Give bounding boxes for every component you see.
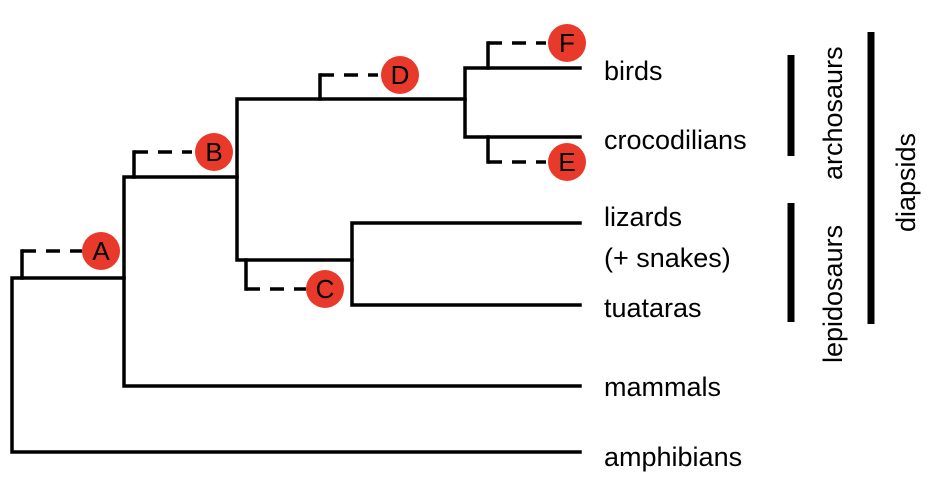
marker-f: F	[548, 24, 586, 62]
lepidosaurs-label: lepidosaurs	[818, 225, 848, 363]
marker-c: C	[306, 270, 344, 308]
marker-e-label: E	[558, 147, 575, 177]
marker-b: B	[195, 133, 233, 171]
taxon-labels: birds crocodilians lizards (+ snakes) tu…	[604, 56, 747, 472]
taxon-tuataras: tuataras	[604, 293, 702, 323]
taxon-lizards: lizards	[604, 202, 682, 232]
tree-branches	[10, 66, 582, 454]
marker-c-label: C	[316, 274, 335, 304]
taxon-lizards-snakes: (+ snakes)	[604, 243, 731, 273]
marker-d-label: D	[391, 60, 410, 90]
taxon-mammals: mammals	[604, 372, 721, 402]
marker-b-label: B	[205, 137, 222, 167]
group-lepidosaurs: lepidosaurs	[787, 203, 848, 363]
branch-archosaurs	[463, 66, 582, 139]
marker-e: E	[548, 143, 586, 181]
branch-lepidosaurs	[350, 221, 582, 307]
taxon-amphibians: amphibians	[604, 442, 742, 472]
marker-d: D	[381, 56, 419, 94]
group-archosaurs: archosaurs	[787, 46, 848, 180]
branch-amniotes	[122, 175, 582, 388]
taxon-birds: birds	[604, 56, 663, 86]
taxon-crocodilians: crocodilians	[604, 125, 747, 155]
diapsids-label: diapsids	[891, 133, 921, 232]
marker-a-label: A	[92, 236, 110, 266]
branch-diapsids	[235, 97, 467, 262]
marker-stems	[20, 41, 546, 291]
group-diapsids: diapsids	[867, 32, 921, 324]
archosaurs-label: archosaurs	[818, 46, 848, 180]
marker-a: A	[82, 232, 120, 270]
marker-f-label: F	[559, 28, 575, 58]
branch-root	[10, 276, 582, 454]
